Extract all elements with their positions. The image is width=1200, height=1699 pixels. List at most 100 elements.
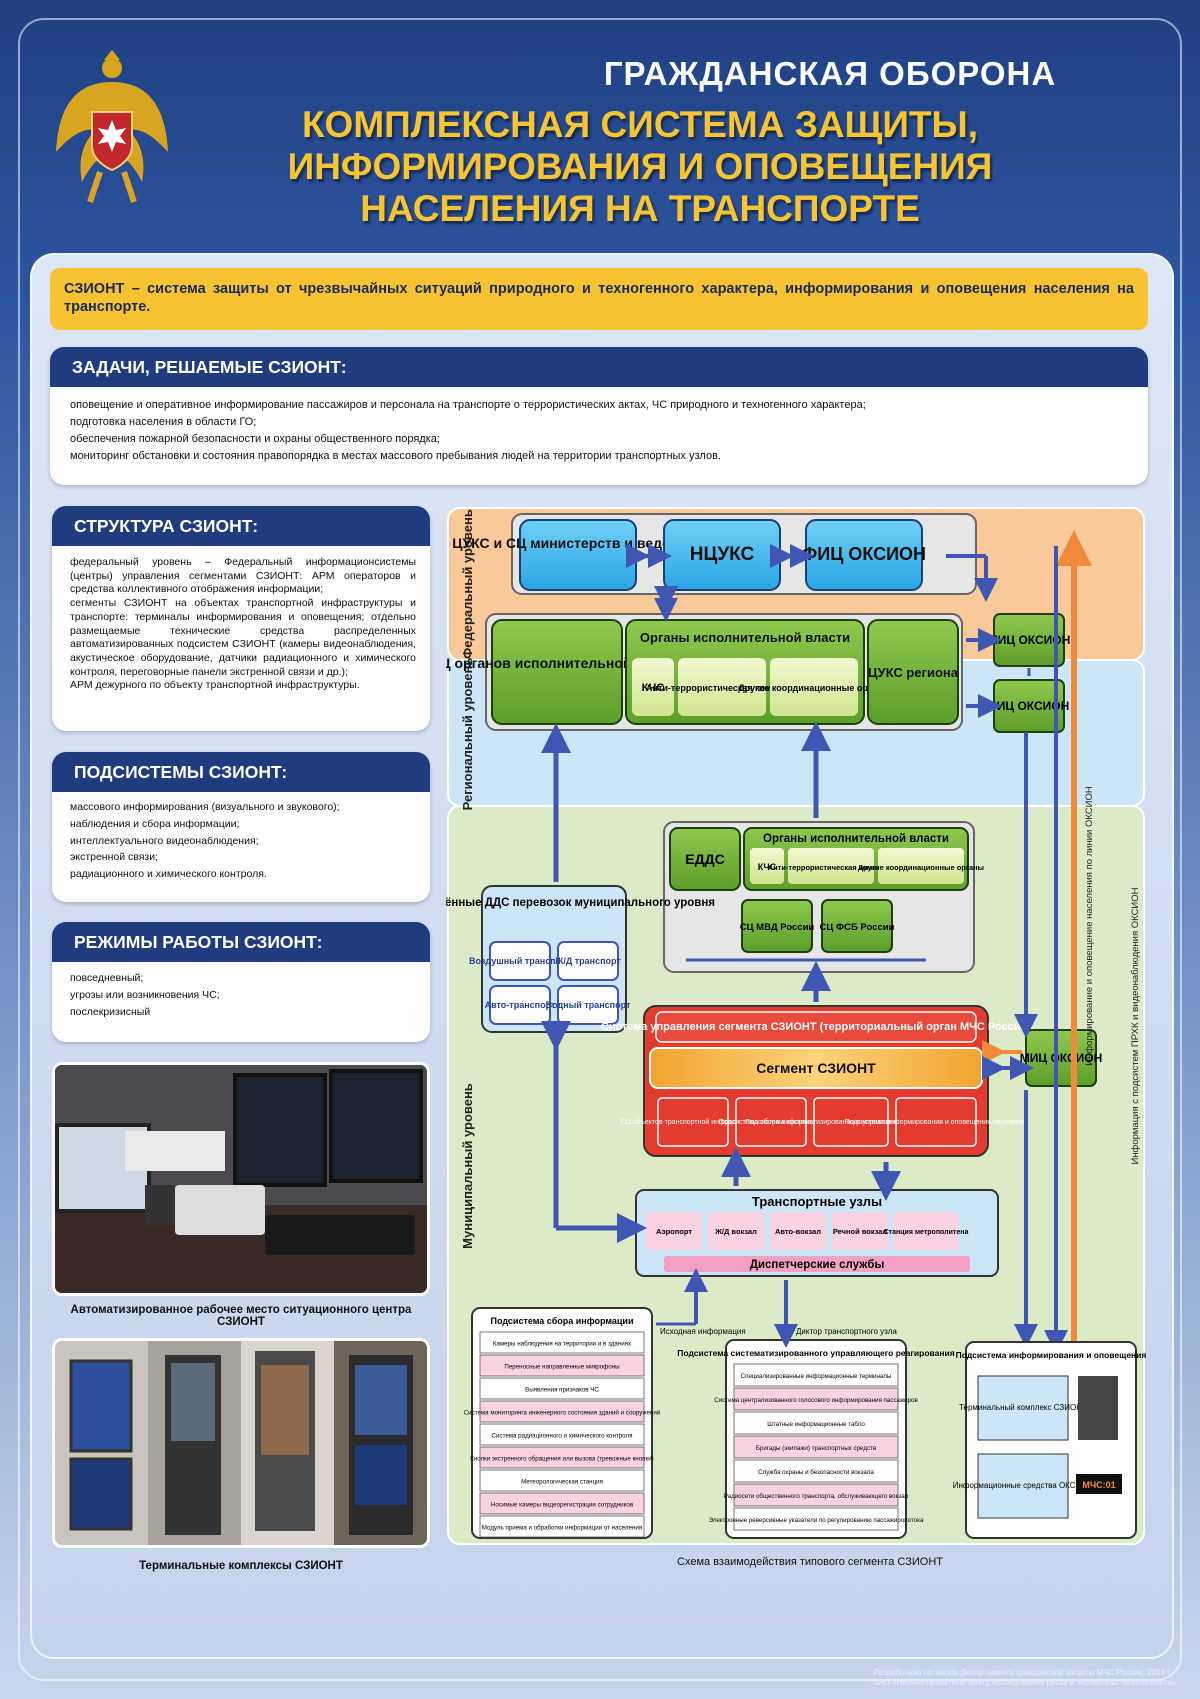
poster-frame — [18, 18, 1182, 1681]
react-item-box — [733, 1363, 899, 1387]
side-text-oksion-line: Информирование и оповещение населения по… — [1084, 786, 1095, 1066]
definition-banner: СЗИОНТ – система защиты от чрезвычайных … — [50, 268, 1148, 330]
collect-item: Камеры наблюдения на территории и в здан… — [493, 1341, 632, 1348]
collect-item-box — [479, 1446, 645, 1469]
regional-level-label: Региональный уровень — [460, 658, 475, 811]
react-item: Система централизованного голосового инф… — [714, 1397, 918, 1404]
regional-mic-text: МИЦ ОКСИОН — [988, 633, 1071, 647]
title-line-1: КОМПЛЕКСНАЯ СИСТЕМА ЗАЩИТЫ, — [301, 104, 979, 145]
react-item-box — [733, 1411, 899, 1435]
hub-5-text: Станция метрополитена — [884, 1229, 969, 1236]
auto-transport-text: Авто-транспорт — [485, 1000, 556, 1010]
collect-item-box — [479, 1515, 645, 1538]
muni-kchs-box — [750, 848, 784, 884]
modes-title: РЕЖИМЫ РАБОТЫ СЗИОНТ: — [52, 922, 430, 962]
mvd-text: СЦ МВД России — [740, 922, 815, 933]
collect-item: Система радиационного и химического конт… — [492, 1433, 633, 1440]
react-item-box — [733, 1435, 899, 1459]
react-item-box — [733, 1459, 899, 1483]
federal-level-label: Федеральный уровень — [460, 509, 475, 659]
regional-anti-text: Анти-террористическая комиссия — [646, 683, 798, 693]
terminal-thumb — [1078, 1376, 1118, 1440]
mode-item: послекризисный — [70, 1005, 151, 1018]
collect-item: Носимые камеры видеорегистрации сотрудни… — [491, 1502, 634, 1509]
hub-3-text: Авто-вокзал — [775, 1227, 821, 1236]
regional-kchs-text: КЧС — [642, 682, 665, 694]
subsystem-item: массового информирования (визуального и … — [70, 801, 340, 813]
side-text-prhk: Информация с подсистем ПРХК и видеонаблю… — [1130, 887, 1141, 1164]
regional-sc-text: СЦ органов исполнительной власти — [446, 655, 684, 671]
oksion-means-box — [977, 1453, 1069, 1519]
terminals-caption: Терминальные комплексы СЗИОНТ — [139, 1560, 343, 1572]
rail-transport-text: Ж/Д транспорт — [554, 956, 621, 966]
segment-sub-2 — [735, 1097, 807, 1147]
structure-item: сегменты СЗИОНТ на объектах транспортной… — [70, 597, 416, 678]
regional-ric-text: РИЦ ОКСИОН — [989, 699, 1070, 713]
react-item-box — [733, 1507, 899, 1531]
hub-3 — [770, 1212, 826, 1250]
mchs-sign — [1076, 1474, 1122, 1494]
regional-other-text: Другие координационные органы — [738, 683, 890, 693]
oksion-means-text: Информационные средства ОКСИОН — [953, 1481, 1094, 1490]
hub-4 — [832, 1212, 888, 1250]
task-item: оповещение и оперативное информирование … — [70, 399, 866, 411]
source-info-label: Исходная информация — [660, 1327, 746, 1336]
collect-item: Метеорологическая станция — [521, 1479, 603, 1486]
react-item: Электронные реверсивные указатели по рег… — [709, 1517, 924, 1524]
cuks-ministries-box — [519, 519, 637, 591]
segment-sub-4-text: Подсистема информирования и оповещения н… — [845, 1119, 1028, 1126]
structure-title: СТРУКТУРА СЗИОНТ: — [52, 506, 430, 546]
modes-box: РЕЖИМЫ РАБОТЫ СЗИОНТ: повседневный; угро… — [52, 922, 430, 1042]
collect-item-box — [479, 1331, 645, 1354]
dictor-label: Диктор транспортного узла — [796, 1327, 897, 1336]
muni-anti-text: Анти-террористическая комиссия — [768, 863, 895, 872]
react-title: Подсистема систематизированного управляю… — [677, 1348, 954, 1358]
inform-title: Подсистема информирования и оповещения — [956, 1350, 1146, 1360]
ncuks-text: НЦУКС — [690, 544, 755, 565]
collect-item: Переносные направленные микрофоны — [504, 1364, 620, 1371]
mode-item: повседневный; — [70, 972, 144, 984]
poster-subtitle: ГРАЖДАНСКАЯ ОБОРОНА — [603, 55, 1057, 92]
muni-anti-box — [788, 848, 874, 884]
segment-sub-2-text: Подсистема сбора информации — [719, 1118, 824, 1126]
subsystem-item: радиационного и химического контроля. — [70, 868, 267, 881]
collect-item-box — [479, 1400, 645, 1423]
dispatch-bar — [664, 1256, 970, 1272]
mchs-sign-text: МЧС:01 — [1082, 1480, 1115, 1490]
react-item: Радиосети общественного транспорта, обсл… — [724, 1493, 909, 1500]
dispatch-text: Диспетчерские службы — [750, 1259, 885, 1271]
collect-title: Подсистема сбора информации — [490, 1316, 633, 1326]
react-item: Штатные информационные табло — [767, 1421, 865, 1428]
react-item: Служба охраны и безопасности вокзала — [758, 1469, 874, 1476]
react-item: Бригады (экипажи) транспортных средств — [756, 1445, 877, 1452]
collect-item-box — [479, 1423, 645, 1446]
hub-1-text: Аэропорт — [656, 1227, 692, 1236]
react-item-box — [733, 1483, 899, 1507]
tasks-title: ЗАДАЧИ, РЕШАЕМЫЕ СЗИОНТ: — [50, 347, 1148, 387]
collect-item: Система мониторинга инженерного состояни… — [464, 1410, 661, 1417]
tasks-box: ЗАДАЧИ, РЕШАЕМЫЕ СЗИОНТ: оповещение и оп… — [50, 347, 1148, 485]
scheme-caption: Схема взаимодействия типового сегмента С… — [677, 1556, 943, 1568]
muni-other-text: Другие координационные органы — [858, 863, 984, 872]
subsystem-item: наблюдения и сбора информации; — [70, 817, 240, 830]
auto-transport-box — [489, 985, 551, 1025]
collect-item: Модуль приема и обработки информации от … — [482, 1525, 642, 1532]
task-item: мониторинг обстановки и состояния правоп… — [70, 450, 721, 462]
workstation-photo — [52, 1062, 430, 1296]
workstation-caption: Автоматизированное рабочее место ситуаци… — [70, 1304, 412, 1328]
water-transport-box — [557, 985, 619, 1025]
task-item: обеспечения пожарной безопасности и охра… — [70, 433, 440, 445]
water-transport-text: Водный транспорт — [546, 1000, 631, 1010]
regional-organs-text: Органы исполнительной власти — [640, 630, 850, 645]
collect-item-box — [479, 1492, 645, 1515]
dds-title: Объединённые ДДС перевозок муниципальног… — [446, 897, 715, 909]
terminals-photo — [52, 1338, 430, 1548]
segment-sub-3-text: Подсистема систематизированного управляю… — [745, 1119, 957, 1126]
footer-line-1: Разработано по заказу Департамента гражд… — [873, 1668, 1172, 1677]
mchs-emblem — [56, 50, 168, 203]
footer-line-2: ЗАО «Научно-проектный центр исследования… — [873, 1678, 1176, 1687]
title-line-2: ИНФОРМИРОВАНИЯ И ОПОВЕЩЕНИЯ — [287, 146, 993, 187]
structure-box: СТРУКТУРА СЗИОНТ: федеральный уровень – … — [52, 506, 430, 731]
react-item-box — [733, 1387, 899, 1411]
edds-text: ЕДДС — [685, 851, 724, 867]
